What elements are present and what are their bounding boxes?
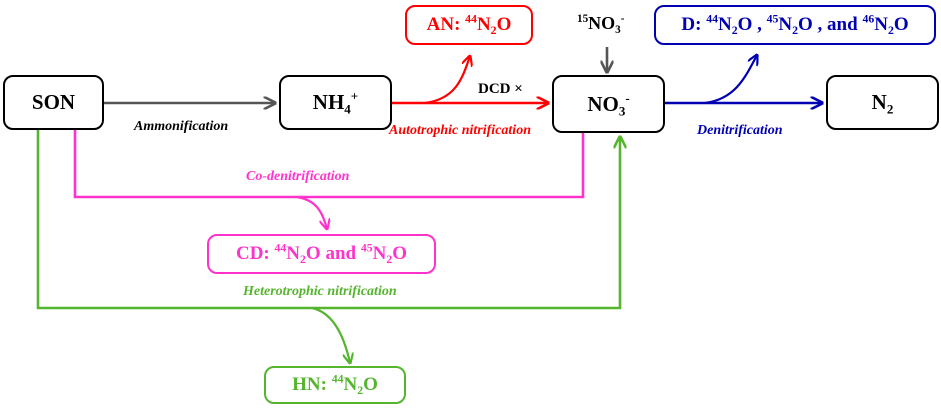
d-branch-arrow (704, 55, 757, 105)
nh4-node: NH4+ (279, 75, 392, 130)
autotrophic-nitrification-label: Autotrophic nitrification (389, 123, 531, 138)
n2-node: N2 (826, 75, 939, 130)
heterotrophic-nitrification-label: Heterotrophic nitrification (243, 284, 397, 299)
denitrification-label: Denitrification (697, 123, 783, 138)
n2-label: N2 (871, 90, 894, 117)
son-label: SON (31, 90, 76, 114)
cd-product-label: CD: 44N2O and 45N2O (235, 241, 407, 267)
tracer-label: 15NO3- (577, 12, 625, 36)
an-branch-arrow (424, 56, 470, 105)
co-denitrification-line (73, 130, 585, 199)
d-product-label: D: 44N2O , 45N2O , and 46N2O (681, 12, 909, 38)
an-product-box: AN: 44N2O (405, 5, 533, 45)
heterotrophic-nitrification-line (36, 130, 620, 310)
co-denitrification-label: Co-denitrification (246, 169, 350, 184)
hn-product-box: HN: 44N2O (264, 366, 406, 404)
hn-product-label: HN: 44N2O (292, 372, 378, 398)
nh4-label: NH4+ (312, 88, 359, 117)
an-product-label: AN: 44N2O (426, 12, 512, 38)
no3-node: NO3- (552, 75, 665, 133)
hn-branch-arrow (311, 306, 350, 363)
d-product-box: D: 44N2O , 45N2O , and 46N2O (654, 5, 936, 45)
ammonification-label: Ammonification (134, 119, 229, 134)
cd-branch-arrow (296, 195, 327, 229)
no3-label: NO3- (587, 90, 630, 119)
son-node: SON (3, 75, 104, 130)
cd-product-box: CD: 44N2O and 45N2O (207, 234, 436, 274)
dcd-label: DCD × (478, 81, 523, 97)
